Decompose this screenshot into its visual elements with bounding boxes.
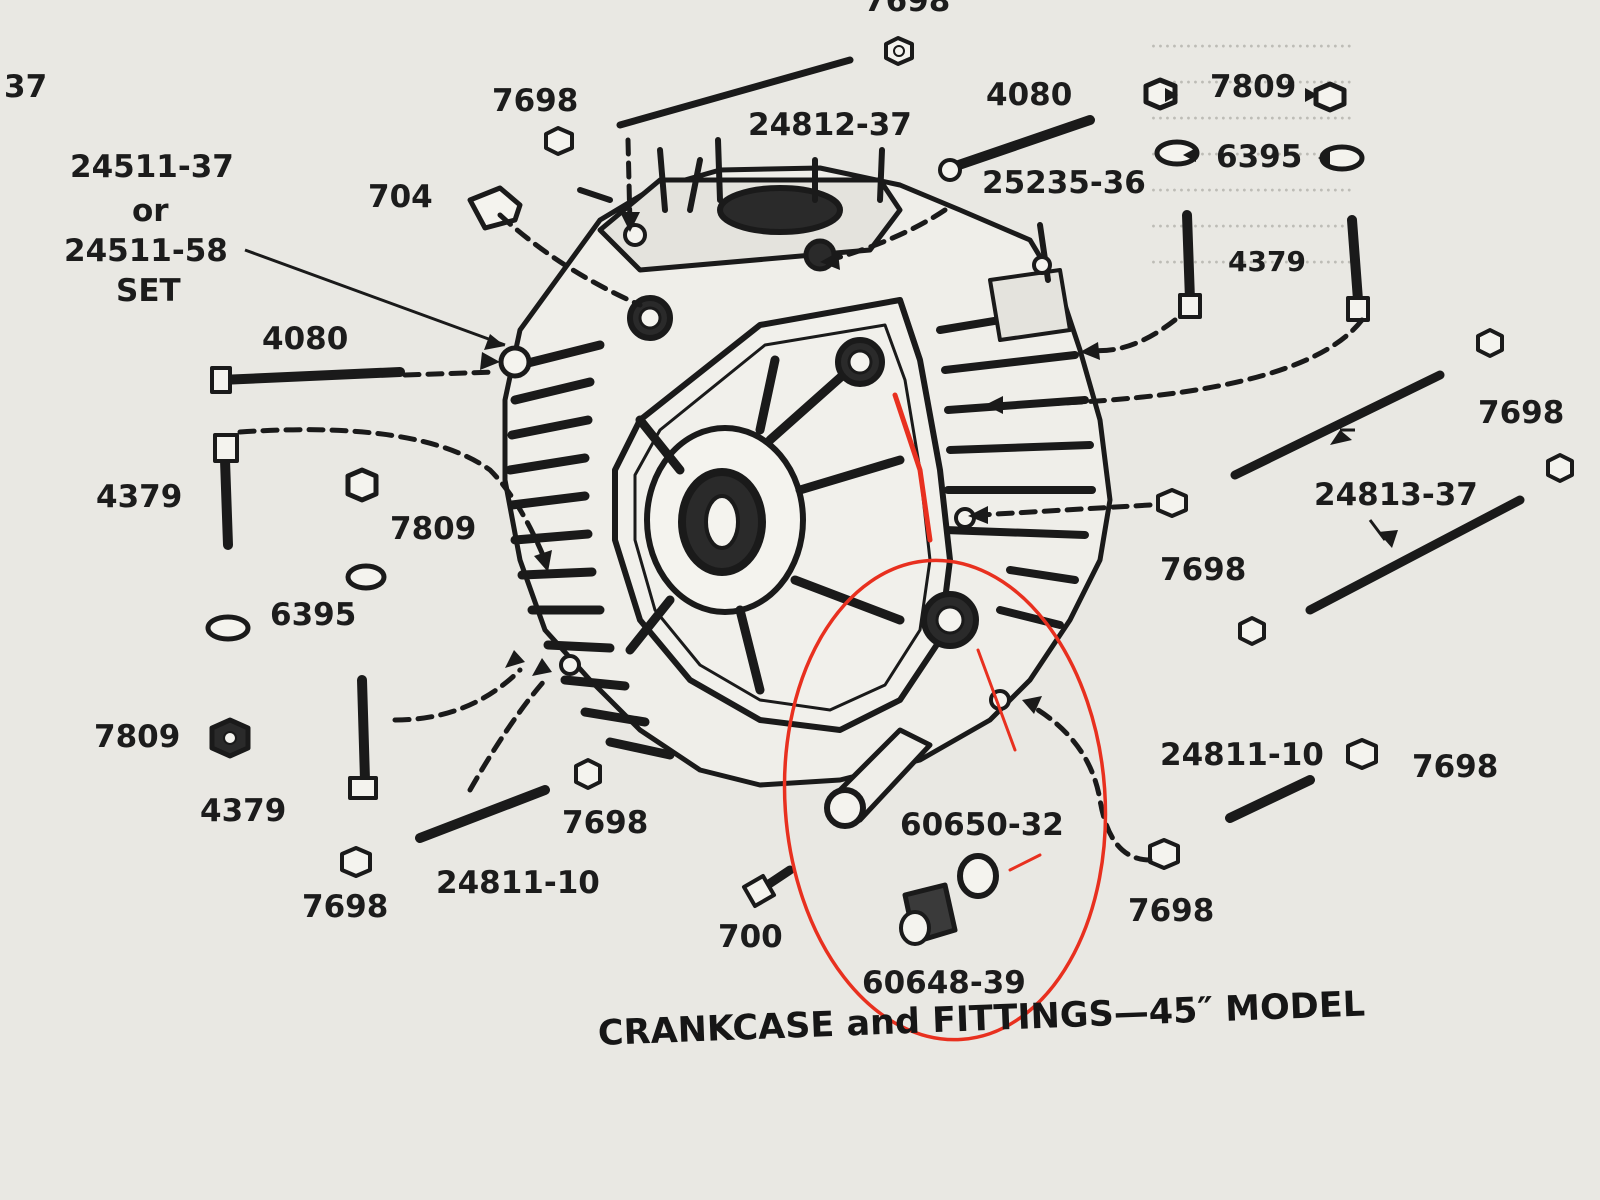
part-label-7809: 7809 xyxy=(94,719,181,755)
part-label-24811-10: 24811-10 xyxy=(436,865,600,901)
part-label-7698: 7698 xyxy=(1128,893,1215,929)
part-label-4379: 4379 xyxy=(1228,245,1306,278)
part-label-7809: 7809 xyxy=(390,511,477,547)
part-label-4379: 4379 xyxy=(200,793,287,829)
loose-parts xyxy=(205,36,1574,946)
part-label-7698: 7698 xyxy=(302,889,389,925)
part-label-25235-36: 25235-36 xyxy=(982,165,1146,201)
part-label-6395: 6395 xyxy=(1216,139,1303,175)
part-label-4080: 4080 xyxy=(262,321,349,357)
part-label-4379: 4379 xyxy=(96,479,183,515)
part-label-set: SET xyxy=(116,273,181,309)
part-label-7698: 7698 xyxy=(1412,749,1499,785)
part-label-4080: 4080 xyxy=(986,77,1073,113)
arrow-heads xyxy=(480,88,1398,714)
part-label-7698: 7698 xyxy=(492,83,579,119)
part-label-704: 704 xyxy=(368,179,433,215)
page-number-fragment: 37 xyxy=(4,69,48,105)
part-label-24511-37: 24511-37 xyxy=(70,149,234,185)
part-label-or: or xyxy=(132,193,169,229)
part-label-7698: 7698 xyxy=(562,805,649,841)
part-label-24813-37: 24813-37 xyxy=(1314,477,1478,513)
part-label-6395: 6395 xyxy=(270,597,357,633)
leader-arrows xyxy=(237,137,1365,863)
part-label-7698: 7698 xyxy=(1160,552,1247,588)
part-label-7809: 7809 xyxy=(1210,69,1297,105)
part-label-7698: 7698 xyxy=(864,0,951,19)
bleed-through-text: ········································… xyxy=(1150,35,1353,276)
part-label-7698: 7698 xyxy=(1478,395,1565,431)
part-label-60648-39: 60648-39 xyxy=(862,965,1026,1001)
part-label-24811-10: 24811-10 xyxy=(1160,737,1324,773)
red-annotation xyxy=(782,392,1108,1042)
part-label-24812-37: 24812-37 xyxy=(748,107,912,143)
part-label-24511-58: 24511-58 xyxy=(64,233,228,269)
crankcase-body xyxy=(498,137,1113,829)
part-label-700: 700 xyxy=(718,919,783,955)
part-label-60650-32: 60650-32 xyxy=(900,807,1064,843)
